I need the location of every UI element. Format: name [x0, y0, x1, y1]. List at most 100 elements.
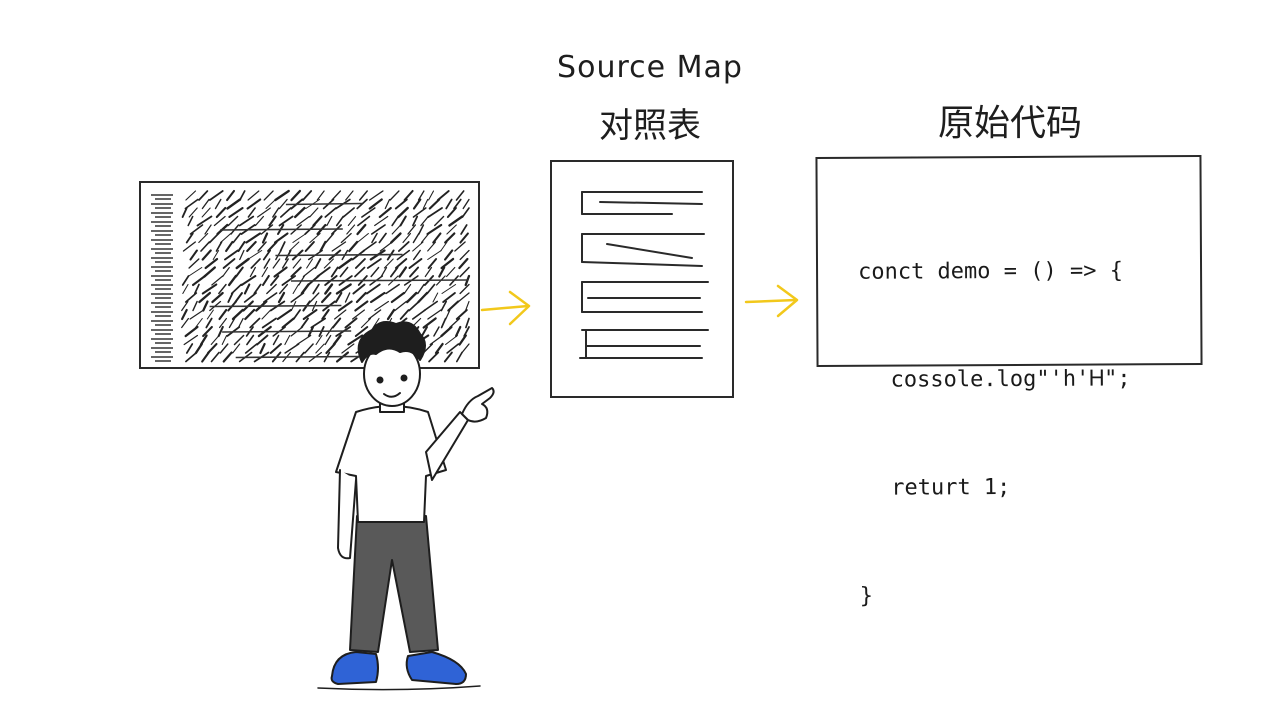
source-map-document [550, 160, 734, 398]
scribble-mark [246, 198, 262, 210]
scribble-mark [409, 266, 420, 278]
scribble-mark [261, 266, 269, 278]
scribble-mark [412, 232, 420, 244]
scribble-mark [315, 334, 323, 346]
scribble-mark [233, 334, 245, 346]
scribble-mark [412, 249, 421, 261]
scribble-mark [257, 207, 271, 218]
scribble-mark [201, 351, 210, 363]
scribble-mark [292, 258, 302, 269]
scribble-mark [246, 240, 257, 253]
scribble-mark [189, 249, 198, 261]
scribble-mark [265, 198, 277, 210]
scribble-mark [347, 215, 357, 227]
scribble-mark [151, 338, 173, 344]
scribble-mark [237, 317, 244, 329]
scribble-mark [326, 215, 333, 227]
scribble-mark [284, 343, 300, 354]
scribble-mark [300, 283, 310, 295]
scribble-mark [411, 309, 426, 320]
scribble-mark [203, 266, 216, 278]
scribble-mark [151, 203, 173, 209]
scribble-mark [185, 351, 198, 363]
scribble-mark [300, 317, 309, 329]
scribble-mark [227, 292, 234, 303]
scribble-mark [312, 215, 323, 227]
scribble-mark [292, 309, 301, 320]
scribble-mark [277, 291, 286, 304]
scribble-mark [261, 309, 272, 320]
scribble-mark [331, 241, 347, 252]
scribble-mark [222, 258, 236, 269]
scribble-mark [226, 198, 242, 210]
scribble-mark [436, 190, 450, 201]
scribble-mark [278, 215, 294, 227]
scribble-mark [201, 198, 210, 210]
scribble-mark [231, 308, 244, 321]
scribble-mark [427, 207, 443, 218]
scribble-mark [281, 275, 296, 286]
mapping-lines-document-icon [579, 191, 709, 359]
scribble-mark [319, 240, 327, 253]
scribble-mark [184, 292, 198, 303]
scribble-mark [339, 266, 349, 278]
scribble-mark [358, 190, 368, 201]
scribble-mark [394, 198, 408, 210]
scribble-mark [227, 215, 239, 227]
yellow-arrow-icon [480, 290, 531, 326]
scribble-mark [151, 239, 173, 245]
scribble-mark [292, 232, 307, 244]
scribble-mark [354, 266, 366, 278]
scribble-mark [354, 258, 366, 269]
scribble-mark [445, 309, 451, 320]
scribble-mark [390, 291, 405, 304]
scribble-mark [185, 190, 197, 201]
scribble-mark [325, 342, 336, 355]
scribble-mark [448, 215, 464, 227]
scribble-mark [274, 189, 290, 202]
scribble-mark [185, 343, 194, 354]
scribble-mark [151, 275, 173, 281]
scribble-mark [217, 325, 224, 338]
scribble-mark [243, 283, 251, 295]
scribble-mark [151, 320, 173, 326]
scribble-mark [189, 224, 204, 235]
scribble-mark [261, 317, 277, 329]
scribble-mark [218, 308, 228, 321]
scribble-mark [362, 241, 377, 252]
scribble-mark [290, 279, 468, 282]
scribble-mark [237, 240, 246, 253]
scribble-mark [302, 266, 316, 278]
scribble-mark [245, 232, 262, 244]
scribble-mark [272, 207, 280, 218]
scribble-mark [352, 309, 365, 320]
scribble-mark [227, 274, 238, 287]
scribble-mark [244, 308, 256, 321]
scribble-mark [397, 241, 410, 252]
original-code-label: 原始代码 [937, 103, 1082, 144]
scribble-mark [324, 207, 337, 218]
scribble-mark [290, 292, 305, 303]
scribble-mark [234, 292, 243, 303]
scribble-mark [391, 224, 402, 235]
scribble-mark [459, 283, 470, 295]
scribble-mark [378, 232, 387, 244]
scribble-mark [427, 250, 442, 260]
scribble-mark [420, 215, 429, 227]
scribble-mark [191, 274, 207, 287]
scribble-mark [370, 291, 386, 304]
scribble-mark [389, 266, 399, 278]
scribble-mark [266, 283, 277, 295]
scribble-mark [232, 343, 241, 354]
scribble-mark [360, 317, 372, 329]
scribble-mark [208, 232, 220, 244]
scribble-mark [281, 317, 295, 329]
scribble-mark [334, 291, 343, 304]
scribble-mark [440, 317, 447, 329]
scribble-mark [458, 334, 467, 346]
scribble-mark [309, 207, 319, 218]
scribble-mark [235, 266, 244, 278]
scribble-mark [428, 351, 440, 363]
scribble-mark [246, 334, 255, 346]
scribble-mark [391, 215, 400, 227]
